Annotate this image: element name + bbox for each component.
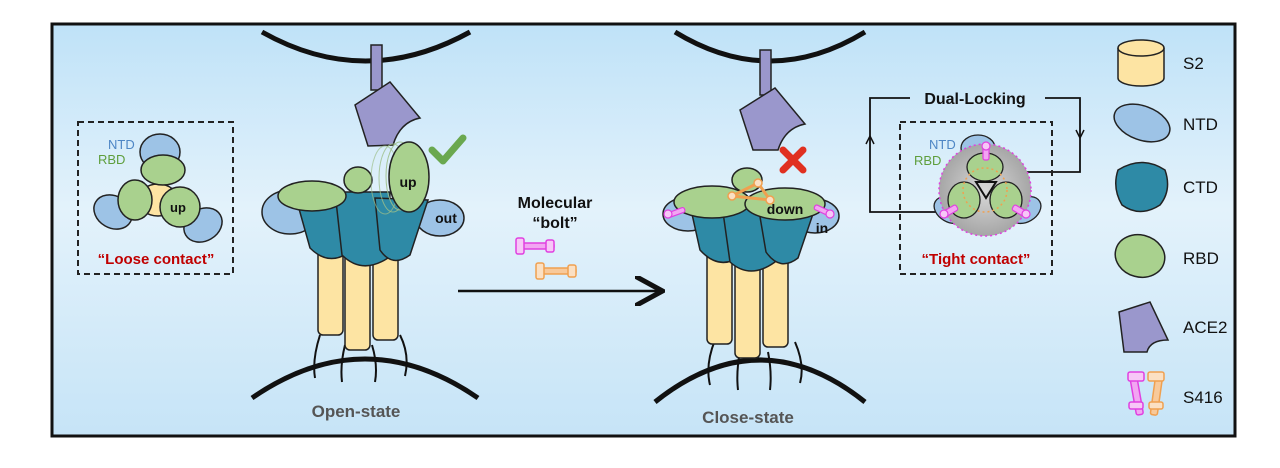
dual-locking-arrowhead-left [865,134,875,145]
close-orange-bolt-node-3 [765,195,775,205]
close-orange-bolt-node-1 [727,191,737,201]
dual-locking-bracket-right [1000,97,1081,173]
legend-ace2-label: ACE2 [1183,318,1227,337]
check-icon [428,134,467,165]
legend-s2-label: S2 [1183,54,1204,73]
molecular-bolt-magenta-icon [515,237,555,255]
right-inset-caption: “Tight contact” [922,251,1031,268]
legend-rbd-label: RBD [1183,249,1219,268]
close-orange-bolt-node-2 [753,178,763,188]
open-state-label: Open-state [312,402,401,421]
left-inset-up-label: up [170,200,186,215]
open-rbd-up [388,141,430,213]
legend-rbd-icon [1114,233,1166,279]
left-inset-caption: “Loose contact” [98,251,215,268]
open-up-label: up [399,174,416,190]
right-inset-orange-ring [962,167,1008,213]
left-inset-rbd-top [140,154,186,186]
right-inset-triangle [974,181,998,200]
close-state-label: Close-state [702,408,794,427]
right-inset-magenta-bolt-right-icon [1011,204,1031,219]
transition-arrow: Molecular “bolt” [458,195,660,291]
close-in-label: in [816,220,828,236]
close-ace2-stem [759,49,772,96]
left-inset-rbd-up [159,186,201,228]
open-stalk-lines [313,334,408,383]
close-magenta-bolt-left-icon [663,207,686,219]
background-panel [50,22,1237,438]
close-bottom-membrane [653,357,867,404]
open-rbd-left [277,180,347,212]
left-inset-rbd-left [117,179,153,221]
legend-s416-orange-bolt-icon [1147,371,1165,416]
close-s2-cylinder-mid [734,257,761,359]
dual-locking-bracket-left [869,97,942,213]
right-inset: Dual-Locking NTD [865,91,1085,275]
legend-ntd-icon [1113,103,1171,143]
legend-ace2-icon [1118,301,1170,353]
open-ace2-stem [370,44,383,91]
open-out-label: out [435,210,457,226]
right-inset-magenta-bolt-left-icon [939,204,959,219]
close-state-diagram: down in Close-state [653,29,867,427]
close-magenta-bolt-right-icon [813,204,835,219]
close-rbd-down [744,187,826,221]
legend: S2 NTD CTD RBD ACE2 S416 [1113,39,1227,416]
dual-locking-title: Dual-Locking [924,91,1025,108]
legend-ctd-icon [1115,161,1169,213]
molecular-bolt-orange-icon [535,262,577,280]
open-rbd-small [343,166,373,194]
right-inset-magenta-bolt-top-icon [981,141,991,161]
left-inset-box [77,121,234,275]
right-inset-rbd-label: RBD [914,153,941,168]
open-bottom-membrane [250,356,480,401]
left-inset: NTD RBD up “Loose contact” [77,121,234,275]
right-inset-box [899,121,1053,275]
right-inset-ntd-label: NTD [929,137,956,152]
cross-icon [779,146,807,174]
dual-locking-arrowhead-right [1075,129,1085,140]
legend-s2-icon [1117,39,1165,87]
left-inset-ntd-label: NTD [108,137,135,152]
legend-ntd-label: NTD [1183,115,1218,134]
legend-s416-label: S416 [1183,388,1223,407]
close-stalk-lines [707,339,803,391]
legend-ctd-label: CTD [1183,178,1218,197]
open-ace2-receptor [354,81,422,147]
open-top-membrane [260,29,472,64]
arrow-label-line2: “bolt” [532,215,577,232]
close-down-label: down [767,201,804,217]
close-orange-bolt-triangle [726,181,774,202]
arrow-label-line1: Molecular [518,195,593,212]
close-s2-cylinder-left [706,251,733,345]
open-state-diagram: up out Open-state [250,29,480,421]
left-inset-rbd-label: RBD [98,152,125,167]
legend-s416-magenta-bolt-icon [1127,371,1145,416]
close-ace2-receptor [739,87,807,151]
